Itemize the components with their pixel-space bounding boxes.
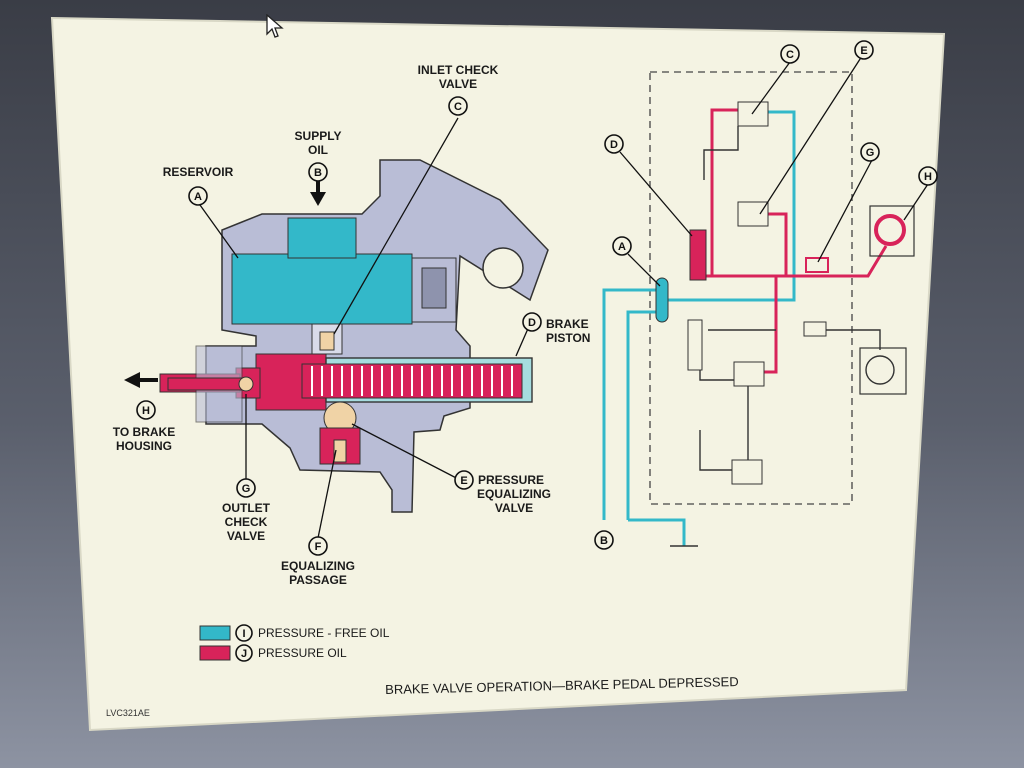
label-to-brake-housing-2: HOUSING (116, 439, 172, 453)
legend-letter-i: I (242, 628, 245, 640)
label-pressure-equalizing-valve-2: EQUALIZING (477, 487, 551, 501)
callout-h-left: H (142, 405, 150, 417)
legend-swatch-pressure-free (199, 625, 231, 641)
schematic-spring-d (689, 229, 707, 281)
label-supply-oil-2: OIL (308, 143, 328, 157)
callout-g-left: G (242, 483, 251, 495)
callout-c-right: C (786, 49, 794, 61)
callout-g-right: G (866, 147, 875, 159)
callout-b-right: B (600, 535, 608, 547)
mouse-cursor-icon (266, 14, 284, 38)
label-supply-oil-1: SUPPLY (295, 129, 342, 143)
legend-text-pressure-free: PRESSURE - FREE OIL (258, 626, 390, 640)
schematic-leader-lines (619, 55, 929, 287)
callout-f-left: F (315, 541, 322, 553)
callout-d-right: D (610, 139, 618, 151)
brake-valve-cross-section (124, 159, 549, 513)
reservoir-chamber (231, 253, 413, 325)
label-equalizing-passage-2: PASSAGE (289, 573, 347, 587)
label-pressure-equalizing-valve-1: PRESSURE (478, 473, 544, 487)
callout-d-left: D (528, 317, 536, 329)
legend-text-pressure: PRESSURE OIL (258, 646, 347, 660)
label-inlet-check-valve-1: INLET CHECK (418, 63, 499, 77)
legend-letter-j: J (241, 648, 247, 660)
cross-section-labels: INLET CHECK VALVE C SUPPLY OIL B RESERVO… (113, 63, 591, 587)
label-pressure-equalizing-valve-3: VALVE (495, 501, 533, 515)
callout-a-left: A (194, 191, 202, 203)
label-to-brake-housing-1: TO BRAKE (113, 425, 175, 439)
callout-h-right: H (924, 171, 932, 183)
label-inlet-check-valve-2: VALVE (439, 77, 477, 91)
callout-b-left: B (314, 167, 322, 179)
callout-e-right: E (860, 45, 867, 57)
legend-swatch-pressure (199, 645, 231, 661)
leader-lines (199, 117, 531, 539)
label-brake-piston-1: BRAKE (546, 317, 589, 331)
label-equalizing-passage-1: EQUALIZING (281, 559, 355, 573)
schematic-callouts: C E D G H A B (594, 40, 938, 550)
legend: I PRESSURE - FREE OIL J PRESSURE OIL (199, 624, 390, 662)
label-outlet-check-valve-3: VALVE (227, 529, 265, 543)
figure-id: LVC321AE (106, 708, 150, 718)
label-brake-piston-2: PISTON (546, 331, 590, 345)
callout-a-right: A (618, 241, 626, 253)
callout-e-left: E (460, 475, 467, 487)
schematic-piston-a (655, 277, 669, 323)
label-outlet-check-valve-2: CHECK (225, 515, 268, 529)
callout-c-left: C (454, 101, 462, 113)
hydraulic-schematic (602, 71, 915, 547)
label-reservoir: RESERVOIR (163, 165, 234, 179)
label-outlet-check-valve-1: OUTLET (222, 501, 271, 515)
